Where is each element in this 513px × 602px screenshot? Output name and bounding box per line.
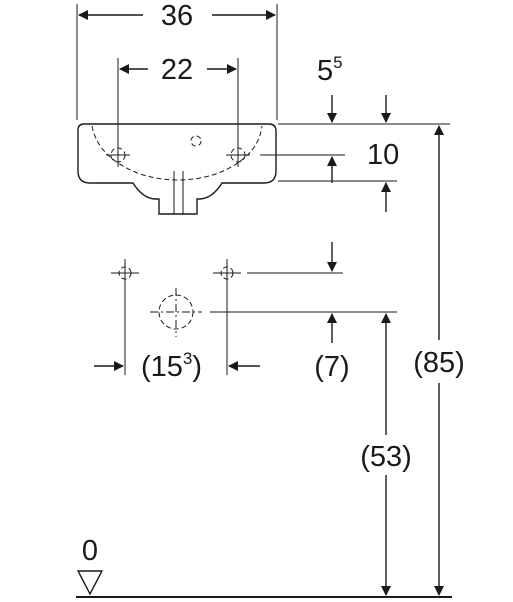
dimension-rim-offset: 55 — [278, 53, 450, 125]
dimension-label-36: 36 — [161, 0, 193, 32]
drain-connection — [150, 288, 397, 337]
floor-level-triangle-icon — [76, 570, 104, 596]
washbasin-side-view — [77, 123, 277, 215]
floor-level: 0 — [76, 535, 452, 598]
tap-hole-right — [226, 143, 250, 167]
dimension-label-15-3: (153) — [141, 349, 202, 383]
supply-connection-right — [213, 259, 241, 375]
dimension-width-overall: 36 — [76, 0, 278, 120]
dimension-rim-height: (85) — [413, 125, 465, 596]
dimension-tap-hole-spacing: 22 — [117, 54, 239, 150]
supply-connections — [111, 242, 343, 375]
supply-connection-left — [111, 259, 139, 375]
dimension-label-10: 10 — [367, 139, 399, 171]
dimension-label-22: 22 — [161, 54, 193, 86]
dimension-label-5-5: 55 — [317, 53, 343, 87]
dimension-label-7: (7) — [314, 351, 349, 383]
dimension-drain-height: (53) — [360, 313, 412, 596]
tap-hole-left — [106, 143, 130, 167]
dimension-supply-spacing: (153) — [94, 349, 260, 383]
dimension-label-53: (53) — [360, 441, 412, 473]
dimension-supply-height-offset: (7) — [314, 313, 350, 383]
dimension-label-0: 0 — [82, 535, 98, 567]
dimension-basin-depth: 10 — [260, 139, 399, 212]
dimension-label-85: (85) — [413, 347, 465, 379]
